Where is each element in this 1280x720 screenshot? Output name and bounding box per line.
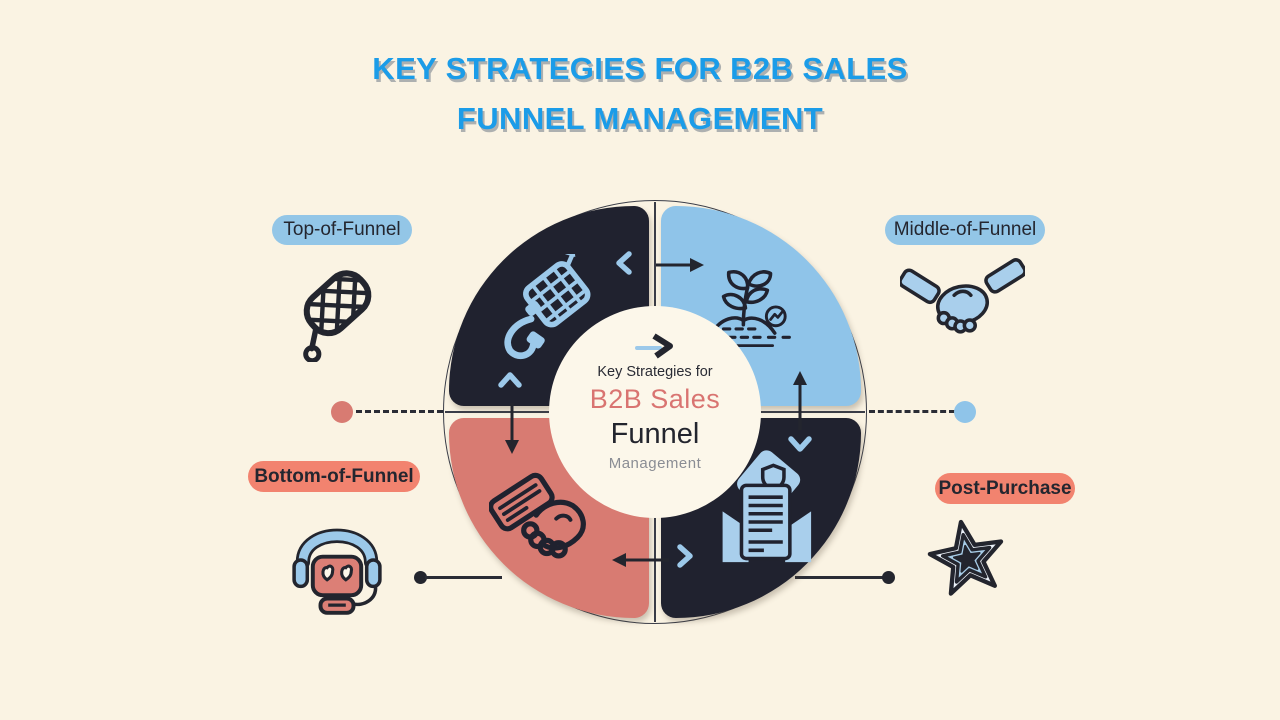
label-top-of-funnel-text: Top-of-Funnel [283, 219, 401, 240]
chevron-left-icon [616, 251, 632, 275]
label-middle-of-funnel: Middle-of-Funnel [885, 215, 1045, 245]
connector-dashed-line-right [869, 410, 955, 413]
label-middle-of-funnel-text: Middle-of-Funnel [893, 219, 1037, 240]
title-line-2: FUNNEL MANAGEMENT [456, 100, 824, 136]
label-post-purchase: Post-Purchase [935, 473, 1075, 504]
label-post-purchase-text: Post-Purchase [938, 477, 1072, 499]
flow-arrow-down [505, 403, 519, 454]
deal-handshake-icon [489, 472, 586, 559]
label-bottom-of-funnel-text: Bottom-of-Funnel [254, 465, 414, 487]
flow-arrow-left [612, 553, 669, 567]
star-badge-icon [927, 519, 1004, 596]
label-bottom-of-funnel: Bottom-of-Funnel [248, 461, 420, 492]
connector-dot-bottom-left [414, 571, 427, 584]
connector-dot-bottom-right [882, 571, 895, 584]
connector-dot-left [331, 401, 353, 423]
chevron-down-icon [788, 436, 812, 452]
chevron-up-icon [498, 372, 522, 388]
hub-main: Funnel [610, 418, 700, 450]
handshake-icon [900, 258, 1025, 334]
funnel-net-icon [504, 254, 591, 360]
hub-sub: Management [608, 455, 702, 472]
flow-arrow-up [793, 371, 807, 430]
cycle-outline [443, 200, 867, 624]
title-line-1: KEY STRATEGIES FOR B2B SALES [372, 51, 908, 86]
funnel-cycle-diagram: Key Strategies for B2B Sales Funnel Mana… [443, 200, 867, 624]
connector-dashed-line-left [356, 410, 443, 413]
connector-line-bottom-right [795, 576, 883, 579]
connector-dot-right [954, 401, 976, 423]
center-hub: Key Strategies for B2B Sales Funnel Mana… [549, 306, 761, 518]
welcome-mail-icon [722, 450, 812, 563]
chevron-right-icon [677, 544, 693, 568]
arrow-logo-icon [635, 333, 673, 359]
hub-highlight: B2B Sales [589, 384, 721, 414]
connector-line-bottom-left [425, 576, 502, 579]
flow-arrow-right [656, 258, 704, 272]
lead-net-icon [299, 270, 377, 362]
hub-eyebrow: Key Strategies for [597, 364, 713, 380]
infographic-title: KEY STRATEGIES FOR B2B SALES FUNNEL MANA… [0, 44, 1280, 143]
support-robot-icon [292, 528, 382, 615]
label-top-of-funnel: Top-of-Funnel [272, 215, 412, 245]
